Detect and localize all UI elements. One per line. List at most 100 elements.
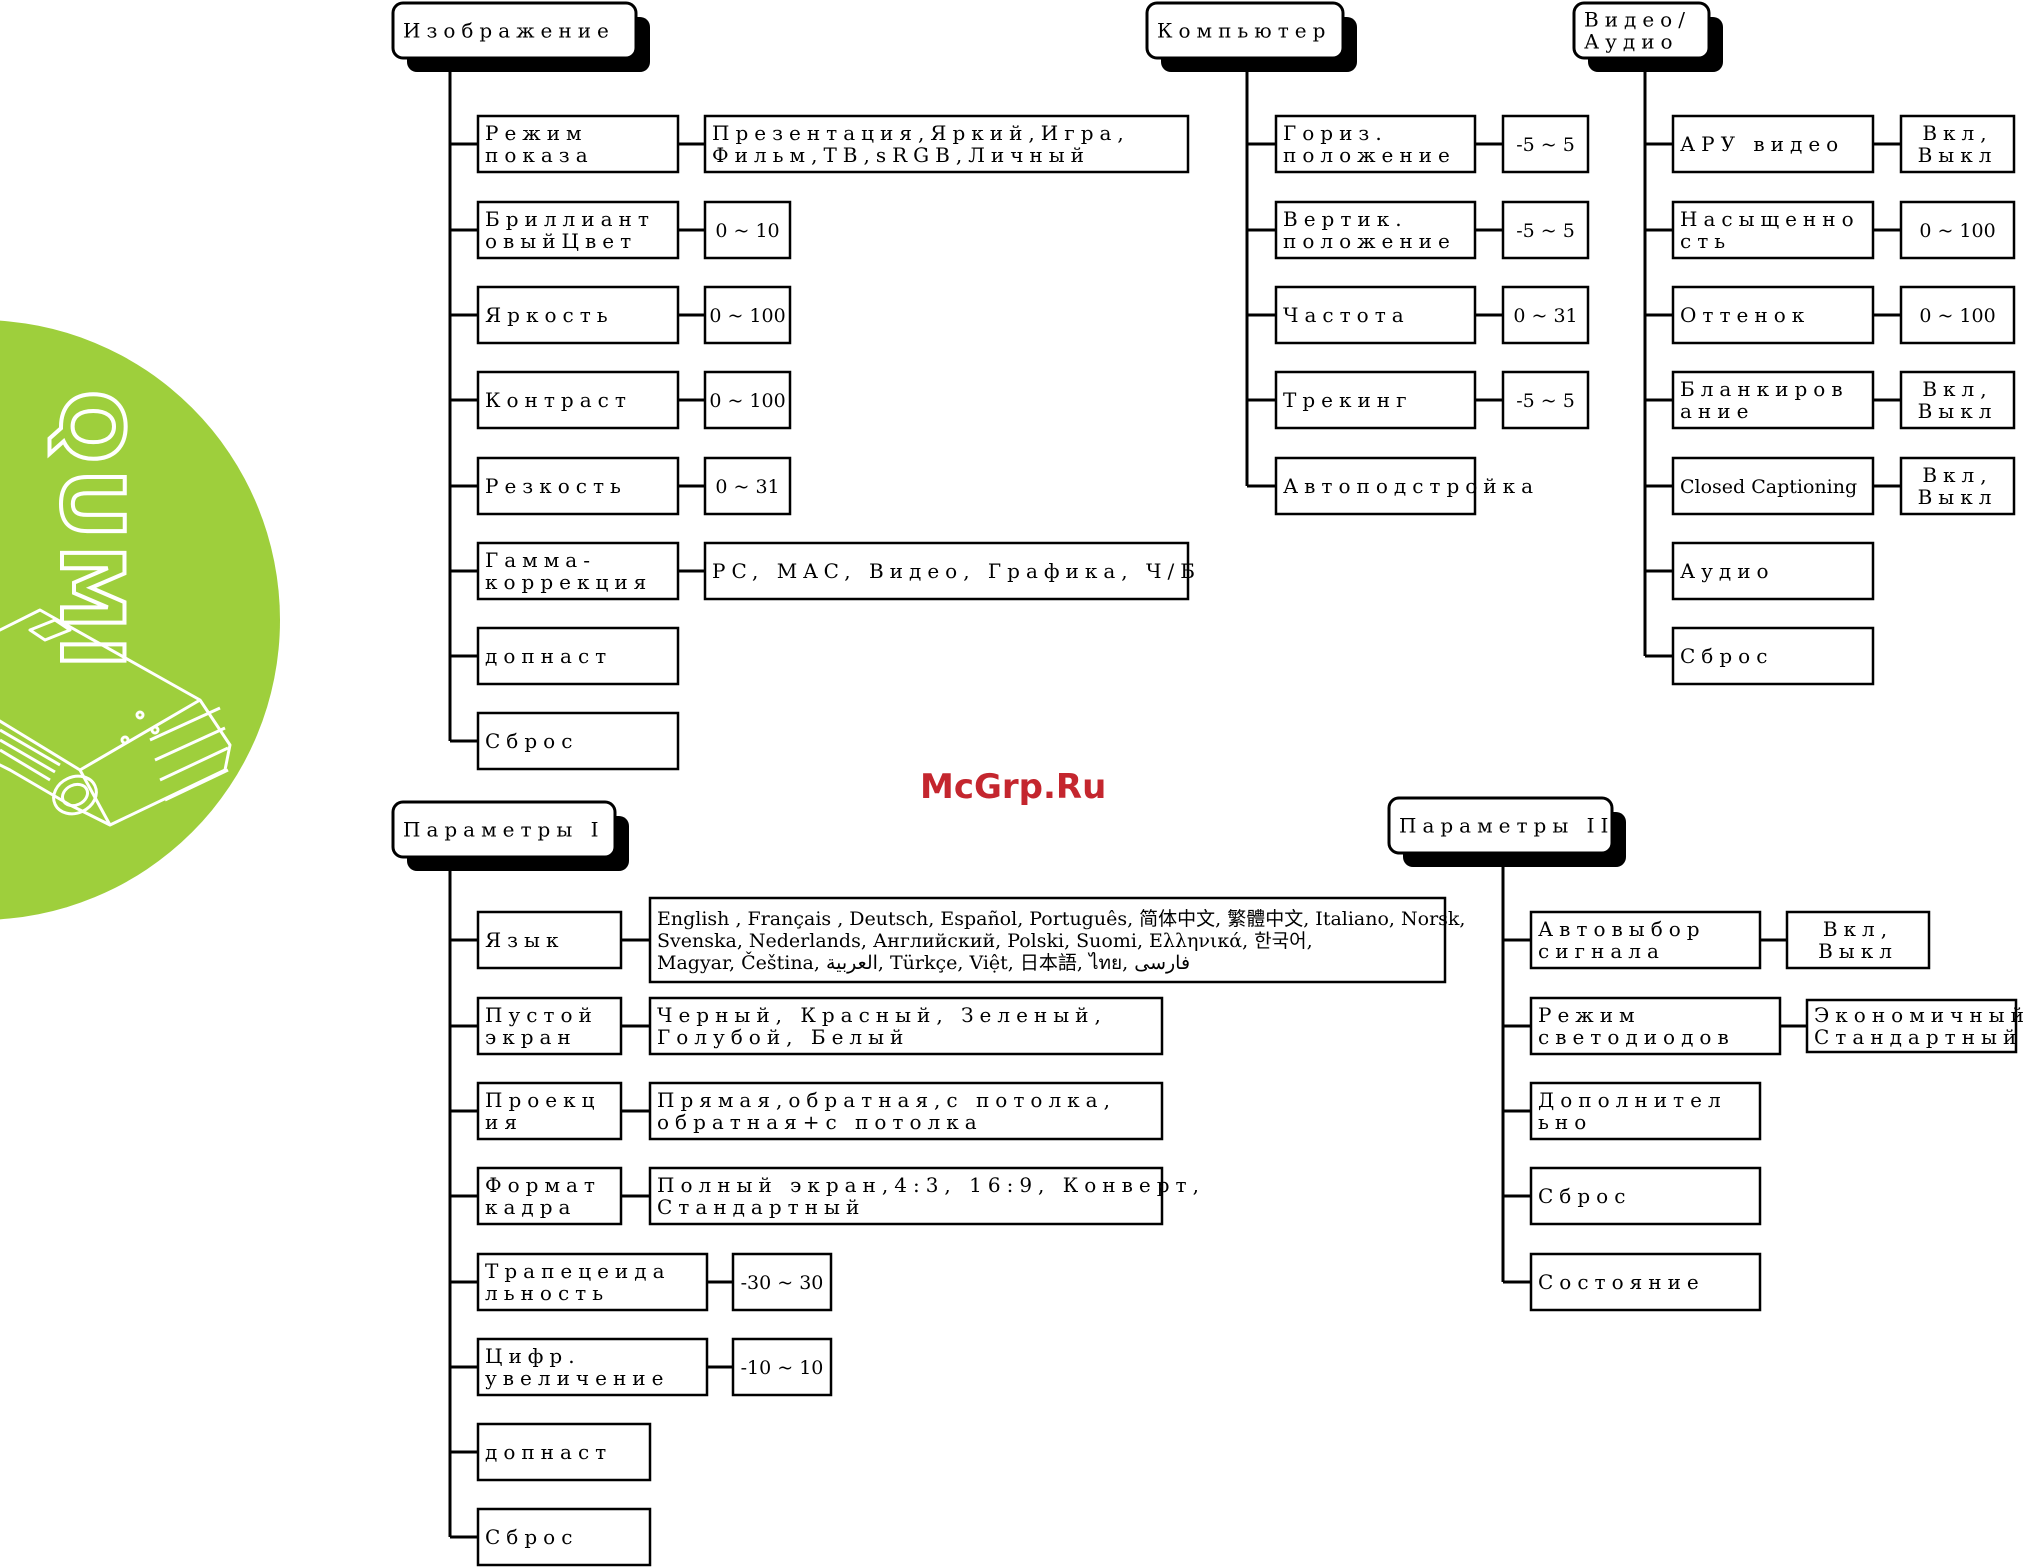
menu-title-image: Изображение xyxy=(391,1,650,72)
menu-item: допнаст xyxy=(476,1422,652,1482)
menu-title-params1: Параметры I xyxy=(391,800,629,871)
menu-value-frame xyxy=(1899,114,2016,174)
menu-value: 0 ~ 100 xyxy=(703,285,792,345)
menu-value-text-line: Стандартный xyxy=(657,1195,865,1219)
menu-value: -5 ~ 5 xyxy=(1501,370,1590,430)
menu-item-frame xyxy=(1274,456,1477,516)
menu-value: Вкл,Выкл xyxy=(1785,910,1931,970)
menu-value-text-line: обратная+с потолка xyxy=(657,1110,983,1134)
menu-value-frame xyxy=(703,114,1190,174)
menu-item-text-line: Пустой xyxy=(485,1003,598,1027)
menu-item-text-line: Состояние xyxy=(1538,1270,1705,1294)
menu-item: Резкость xyxy=(476,456,680,516)
menu-value-text-line: Вкл, xyxy=(1922,463,1992,487)
menu-item-text-line: ьно xyxy=(1538,1110,1592,1134)
menu-item-frame xyxy=(476,996,623,1056)
menu-item: Гамма-коррекция xyxy=(476,541,680,601)
watermark: McGrp.Ru xyxy=(920,767,1106,807)
menu-value-text-line: Выкл xyxy=(1918,399,1998,423)
menu-value-text-line: Вкл, xyxy=(1922,377,1992,401)
menu-value-text-line: -30 ~ 30 xyxy=(741,1272,824,1294)
menu-item-text-line: экран xyxy=(485,1025,577,1049)
menu-item-frame xyxy=(1671,200,1875,260)
menu-value: -5 ~ 5 xyxy=(1501,200,1590,260)
menu-title-params2-text: Параметры II xyxy=(1399,814,1614,838)
menu-item-frame xyxy=(476,285,680,345)
menu-value-frame xyxy=(1899,200,2016,260)
menu-item-text-line: Бланкиров xyxy=(1680,377,1849,401)
menu-value-text-line: -5 ~ 5 xyxy=(1516,134,1575,156)
menu-value-frame xyxy=(1899,456,2016,516)
menu-item-frame xyxy=(476,1422,652,1482)
menu-value-text-line: Выкл xyxy=(1918,143,1998,167)
menu-item-frame xyxy=(476,1252,709,1312)
menu-value-text-line: 0 ~ 100 xyxy=(1919,305,1995,327)
menu-item-text-line: Трекинг xyxy=(1283,388,1413,412)
menu-item-frame xyxy=(1529,1252,1762,1312)
menu-item-text-line: Сброс xyxy=(1680,644,1773,668)
menu-title-image-text: Изображение xyxy=(403,19,615,43)
qumi-logo: QUMI xyxy=(39,388,143,677)
menu-value: -10 ~ 10 xyxy=(731,1337,833,1397)
menu-title-video-audio-text: Аудио xyxy=(1584,30,1679,54)
menu-item: Контраст xyxy=(476,370,680,430)
menu-value-text-line: 0 ~ 100 xyxy=(709,390,785,412)
menu-item-frame xyxy=(1274,370,1477,430)
menu-item-text-line: Оттенок xyxy=(1680,303,1810,327)
menu-item: Сброс xyxy=(1529,1166,1762,1226)
menu-item-frame xyxy=(1529,1081,1762,1141)
menu-title-computer-frame xyxy=(1145,1,1345,60)
menu-value: 0 ~ 100 xyxy=(703,370,792,430)
menu-item: Состояние xyxy=(1529,1252,1762,1312)
menu-title-image-frame xyxy=(391,1,638,60)
menu-item-text-line: увеличение xyxy=(485,1366,669,1390)
menu-image: РежимпоказаПрезентация,Яркий,Игра,Фильм,… xyxy=(448,72,1201,771)
menu-item: Яркость xyxy=(476,285,680,345)
menu-item: Трекинг xyxy=(1274,370,1477,430)
menu-item-text-line: Вертик. xyxy=(1283,207,1408,231)
menu-value-frame xyxy=(648,996,1164,1056)
menu-item-frame xyxy=(476,1337,709,1397)
menu-item-frame xyxy=(1671,114,1875,174)
menu-value-text-line: PC, MAC, Видео, Графика, Ч/Б xyxy=(712,559,1201,583)
menu-value-text-line: Выкл xyxy=(1818,939,1898,963)
menu-item-text-line: положение xyxy=(1283,143,1456,167)
menu-title-video-audio-text: Видео/ xyxy=(1584,8,1691,32)
menu-item-frame xyxy=(1529,910,1762,970)
menu-item-text-line: Автоподстройка xyxy=(1283,474,1539,498)
menu-value-frame xyxy=(1785,910,1931,970)
menu-item: Гориз.положение xyxy=(1274,114,1477,174)
menu-item-text-line: положение xyxy=(1283,229,1456,253)
menu-value-text-line: Вкл, xyxy=(1922,121,1992,145)
menu-value-text-line: 0 ~ 31 xyxy=(1513,305,1577,327)
menu-item-frame xyxy=(1671,626,1875,686)
menu-item: Сброс xyxy=(476,711,680,771)
menu-item-frame xyxy=(476,1507,652,1567)
menu-item-frame xyxy=(476,910,623,970)
menu-title-computer-text: Компьютер xyxy=(1157,19,1331,43)
menu-item-text-line: Частота xyxy=(1283,303,1410,327)
menu-value: Экономичный,Стандартный xyxy=(1805,998,2028,1054)
menu-item-text-line: показа xyxy=(485,143,594,167)
menu-item: Аудио xyxy=(1671,541,1875,601)
menu-item-text-line: Closed Captioning xyxy=(1680,476,1857,498)
menu-value-text-line: English , Français , Deutsch, Español, P… xyxy=(657,908,1465,930)
menu-item: Closed Captioning xyxy=(1671,456,1875,516)
menu-trees: РежимпоказаПрезентация,Яркий,Игра,Фильм,… xyxy=(391,1,2028,1567)
menu-value-text-line: -5 ~ 5 xyxy=(1516,220,1575,242)
menu-item-frame xyxy=(476,711,680,771)
menu-value: PC, MAC, Видео, Графика, Ч/Б xyxy=(703,541,1201,601)
menu-item-text-line: Цифр. xyxy=(485,1344,581,1368)
menu-value-text-line: -10 ~ 10 xyxy=(741,1357,824,1379)
menu-item: АРУ видео xyxy=(1671,114,1875,174)
menu-value-frame xyxy=(648,896,1447,984)
menu-value-text-line: Magyar, Čeština, العربية, Türkçe, Việt, … xyxy=(657,951,1190,974)
menu-item-frame xyxy=(476,541,680,601)
menu-item: Сброс xyxy=(476,1507,652,1567)
menu-item-frame xyxy=(1529,996,1782,1056)
menu-value: -30 ~ 30 xyxy=(731,1252,833,1312)
